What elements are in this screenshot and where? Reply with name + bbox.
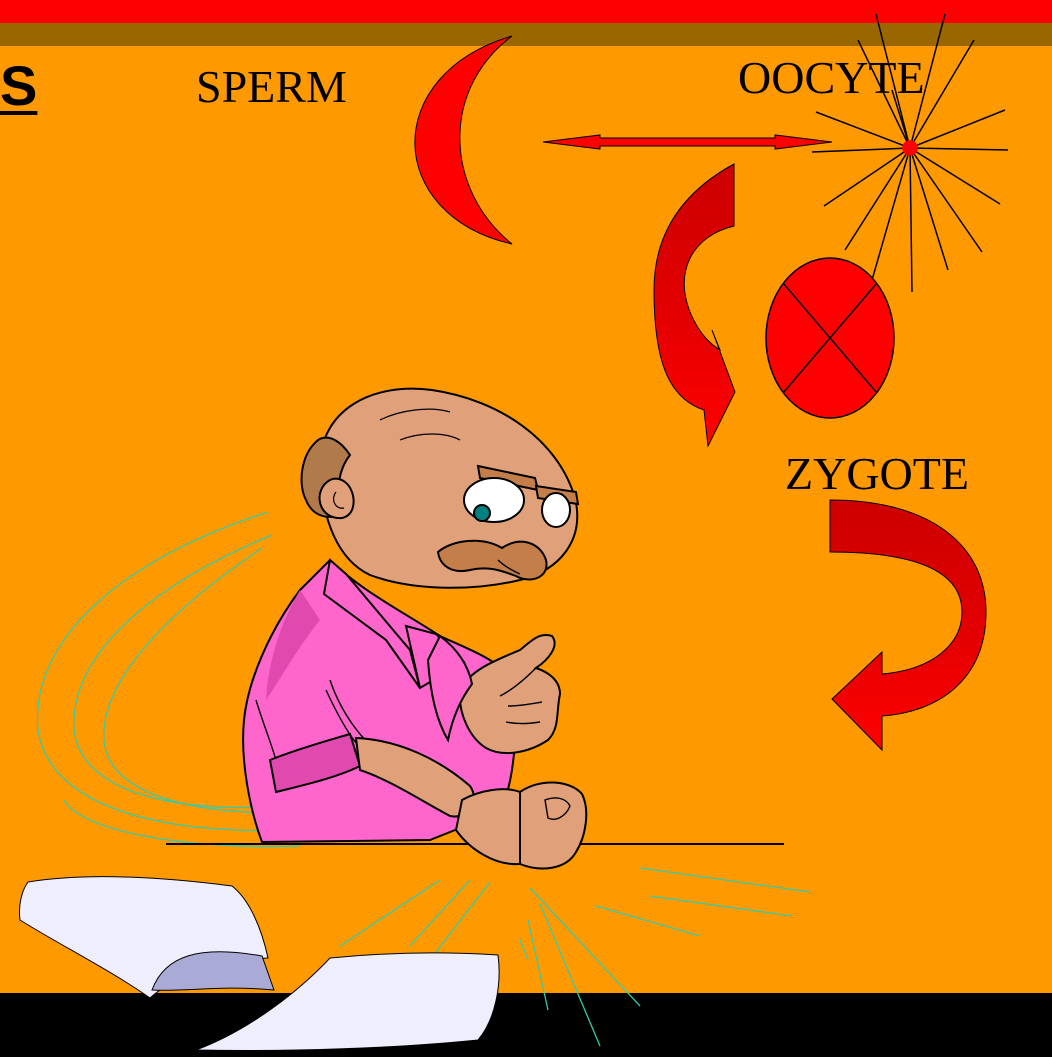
zygote-circle-icon: [766, 258, 894, 418]
double-arrow-icon: [543, 135, 832, 149]
label-zygote: ZYGOTE: [785, 451, 969, 497]
man-illustration: [243, 389, 586, 869]
sperm-crescent-icon: [415, 36, 512, 244]
u-turn-arrow-icon: [830, 500, 986, 750]
label-oocyte: OOCYTE: [738, 55, 925, 101]
label-sperm: SPERM: [196, 64, 347, 110]
curved-arrow-icon: [654, 164, 735, 446]
page-title-fragment: S: [0, 58, 37, 114]
flying-papers: [19, 877, 499, 1051]
